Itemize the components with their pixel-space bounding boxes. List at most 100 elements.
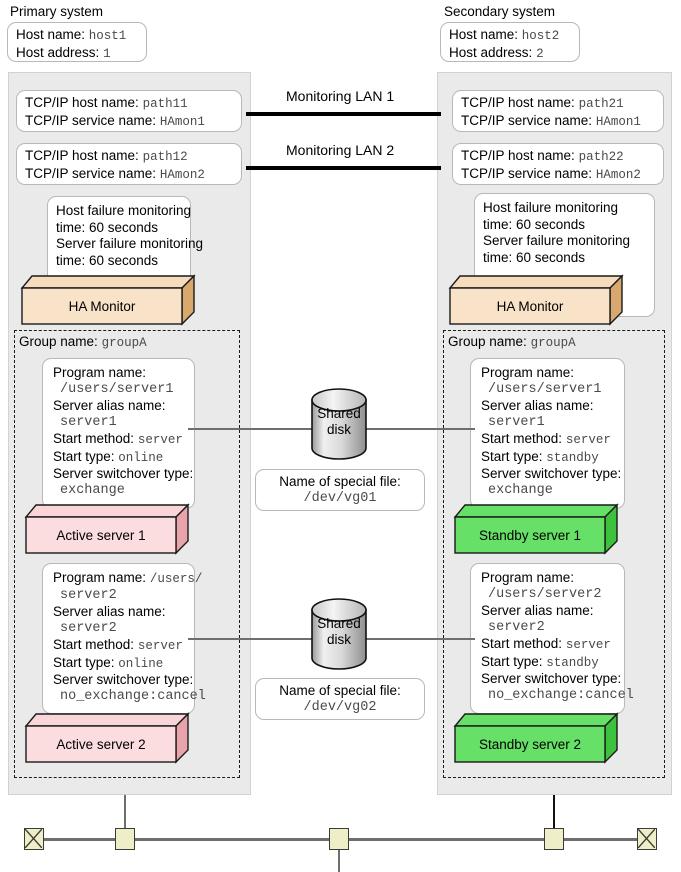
p-s2-program-line: Program name: /users/	[53, 570, 202, 588]
p-s2-type-line: Start type: online	[53, 655, 186, 673]
p-s2-method-value: server	[137, 639, 183, 653]
standby-server-2-3d-shape	[453, 712, 619, 764]
s-s1-alias-value: server1	[488, 414, 545, 430]
standby-server-1-block[interactable]: Standby server 1	[453, 503, 619, 555]
p-s1-method-line: Start method: server	[53, 431, 186, 449]
p-s2-switchover-value: no_exchange:cancel	[60, 688, 206, 704]
primary-host-failure-line2: time: 60 seconds	[56, 219, 159, 235]
s-s2-alias-label: Server alias name:	[481, 603, 594, 618]
active-server-2-block[interactable]: Active server 2	[24, 712, 190, 764]
bus-terminator-left[interactable]	[24, 828, 44, 850]
secondary-group-name-value: groupA	[530, 336, 576, 350]
p-s2-switchover-label: Server switchover type:	[53, 672, 194, 687]
primary-host-box: Host name: host1 Host address: 1	[7, 22, 147, 62]
s-s2-method-line: Start method: server	[481, 636, 616, 654]
active-server-2-label: Active server 2	[56, 736, 146, 752]
p-s1-type-value: online	[118, 450, 164, 465]
primary-path2-host-value: path12	[142, 150, 188, 164]
bus-tap-primary[interactable]	[115, 828, 135, 850]
center-bus-drop-line	[338, 846, 341, 872]
primary-server-failure-line1: Server failure monitoring	[56, 236, 204, 251]
secondary-group-name-label: Group name:	[448, 334, 527, 349]
shared-disk-2-line1: Shared	[317, 616, 361, 631]
shared-disk-2[interactable]: Shared disk	[310, 598, 368, 670]
secondary-host-address-line: Host address: 2	[449, 45, 571, 63]
bus-tap-secondary[interactable]	[544, 828, 564, 850]
secondary-server-failure-line1: Server failure monitoring	[483, 233, 631, 248]
primary-host-name-line: Host name: host1	[16, 27, 138, 45]
secondary-path-box-2: TCP/IP host name: path22 TCP/IP service …	[452, 143, 664, 185]
shared-disk-1-line1: Shared	[317, 406, 361, 421]
p-s2-alias-value: server2	[60, 620, 117, 636]
shared-disk-1-special-file-box: Name of special file: /dev/vg01	[255, 469, 425, 511]
p-s2-method-line: Start method: server	[53, 637, 186, 655]
secondary-host-name-line: Host name: host2	[449, 27, 571, 45]
primary-group-name-label: Group name:	[19, 334, 98, 349]
primary-host-address-value: 1	[103, 46, 111, 61]
p-s2-method-label: Start method:	[53, 637, 135, 652]
secondary-path2-service-label: TCP/IP service name:	[461, 165, 593, 181]
secondary-ha-monitor-block[interactable]: HA Monitor	[448, 274, 624, 326]
primary-host-name-value: host1	[88, 29, 127, 43]
standby-server-2-block[interactable]: Standby server 2	[453, 712, 619, 764]
primary-group-container	[14, 330, 240, 778]
s-s2-program-label: Program name:	[481, 570, 575, 585]
bus-terminator-right[interactable]	[637, 828, 657, 850]
secondary-group-name-line: Group name: groupA	[448, 334, 576, 351]
s-s1-program-label: Program name:	[481, 365, 575, 380]
s-s2-method-value: server	[565, 638, 611, 652]
p-s2-program-value2: server2	[60, 587, 117, 603]
secondary-group-container	[443, 330, 665, 778]
primary-ha-monitor-block[interactable]: HA Monitor	[20, 274, 196, 326]
secondary-host-box: Host name: host2 Host address: 2	[440, 22, 580, 62]
secondary-server1-info-box: Program name: /users/server1 Server alia…	[470, 358, 625, 509]
p-s1-method-value: server	[137, 433, 183, 447]
primary-path-box-2: TCP/IP host name: path12 TCP/IP service …	[16, 143, 242, 185]
secondary-path1-host-label: TCP/IP host name:	[461, 95, 575, 110]
s-s2-type-label: Start type:	[481, 653, 543, 669]
secondary-host-address-value: 2	[536, 46, 544, 61]
primary-path1-service-line: TCP/IP service name: HAmon1	[25, 113, 233, 131]
shared-disk-2-special-file-box: Name of special file: /dev/vg02	[255, 678, 425, 720]
bus-tap-center[interactable]	[329, 828, 349, 850]
p-s1-program-value: /users/server1	[60, 381, 174, 397]
secondary-path1-service-value: HAmon1	[595, 114, 641, 129]
s-s1-method-label: Start method:	[481, 431, 563, 446]
primary-path1-host-label: TCP/IP host name:	[25, 95, 139, 110]
active-server-1-label: Active server 1	[56, 527, 146, 543]
shared-disk-2-left-link	[188, 638, 318, 640]
primary-path2-host-line: TCP/IP host name: path12	[25, 148, 233, 166]
secondary-path2-host-line: TCP/IP host name: path22	[461, 148, 655, 166]
primary-system-title: Primary system	[10, 4, 104, 19]
s-s2-method-label: Start method:	[481, 636, 563, 651]
primary-path2-service-line: TCP/IP service name: HAmon2	[25, 166, 233, 184]
shared-disk-1-line2: disk	[326, 422, 351, 437]
primary-host-failure-line1: Host failure monitoring	[56, 203, 192, 218]
secondary-system-title: Secondary system	[444, 4, 556, 19]
secondary-path2-service-line: TCP/IP service name: HAmon2	[461, 166, 655, 184]
shared-disk-1-cylinder-icon	[311, 388, 367, 460]
primary-server-failure-line2: time: 60 seconds	[56, 252, 159, 268]
shared-disk-2-special-file-label: Name of special file:	[279, 683, 401, 698]
active-server-1-block[interactable]: Active server 1	[24, 503, 190, 555]
primary-server2-info-box: Program name: /users/ server2 Server ali…	[42, 563, 206, 714]
ha-monitor-3d-shape	[448, 274, 624, 326]
s-s1-switchover-value: exchange	[488, 482, 553, 498]
shared-disk-1[interactable]: Shared disk	[310, 388, 368, 460]
active-server-1-3d-shape	[24, 503, 190, 555]
s-s1-type-value: standby	[546, 450, 599, 465]
shared-disk-2-right-link	[363, 638, 475, 640]
s-s1-alias-label: Server alias name:	[481, 398, 594, 413]
shared-disk-1-left-link	[188, 428, 318, 430]
secondary-path1-host-value: path21	[578, 97, 624, 111]
secondary-server-failure-line2: time: 60 seconds	[483, 249, 586, 265]
secondary-path2-host-value: path22	[578, 150, 624, 164]
s-s1-type-label: Start type:	[481, 448, 543, 464]
primary-path1-host-line: TCP/IP host name: path11	[25, 95, 233, 113]
primary-ha-monitor-label: HA Monitor	[68, 298, 136, 314]
terminator-x-icon	[25, 829, 42, 848]
standby-server-1-3d-shape	[453, 503, 619, 555]
primary-group-name-value: groupA	[101, 336, 147, 350]
s-s1-switchover-label: Server switchover type:	[481, 466, 622, 481]
secondary-host-name-value: host2	[521, 29, 560, 43]
